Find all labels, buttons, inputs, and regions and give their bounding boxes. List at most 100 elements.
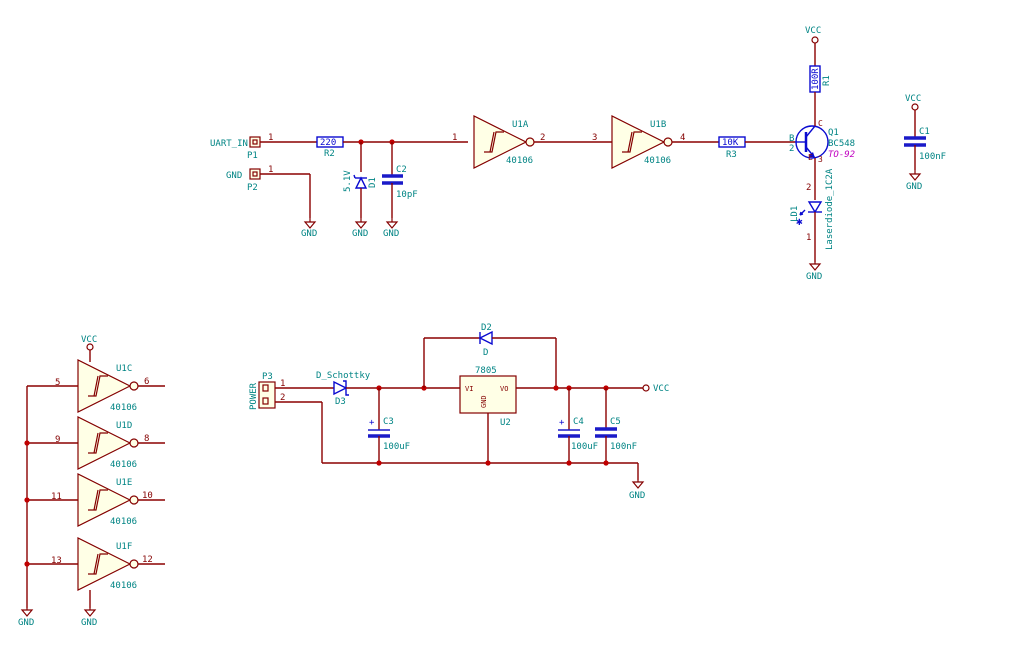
ld1-gnd: GND <box>806 272 822 282</box>
pin-q1-3: 3 <box>818 155 823 164</box>
u2-gnd-pin: GND <box>480 395 488 408</box>
ref-q1: Q1 <box>828 128 839 138</box>
inverter-u1c <box>77 359 132 413</box>
value-q1: BC548 <box>828 139 855 149</box>
inverter-u1a <box>473 115 528 169</box>
ref-u1e: U1E <box>116 478 132 488</box>
value-d3: D_Schottky <box>316 371 371 381</box>
c2-gnd: GND <box>383 229 399 239</box>
u1-left-gnd: GND <box>18 618 34 628</box>
ref-u1f: U1F <box>116 542 132 552</box>
q1-package: TO-92 <box>828 150 855 160</box>
vcc-q1-label: VCC <box>805 26 821 36</box>
uart-input-section: UART_IN P1 1 GND P2 1 R2 220 GND GND 5.1… <box>210 115 795 239</box>
pin-u1e-out: 10 <box>142 491 153 501</box>
u2-vi-pin: VI <box>465 385 473 393</box>
u1f-type: 40106 <box>110 581 137 591</box>
ref-p3: P3 <box>262 372 273 382</box>
pin-u1d-in: 9 <box>55 435 60 445</box>
pin-q1-c: C <box>818 119 823 128</box>
power-gnd: GND <box>629 491 645 501</box>
u1a-type: 40106 <box>506 156 533 166</box>
value-r3: 10K <box>722 138 739 148</box>
vcc-output <box>642 384 650 392</box>
ref-u1c: U1C <box>116 364 132 374</box>
inverter-u1d <box>77 416 132 470</box>
pin-u1a-out: 2 <box>540 133 545 143</box>
ref-d3: D3 <box>335 397 346 407</box>
pin-ld1-2: 2 <box>806 183 811 193</box>
pin-u1c-in: 5 <box>55 378 60 388</box>
pin-u1e-in: 11 <box>51 492 62 502</box>
inverter-u1e <box>77 473 132 527</box>
ref-d1: D1 <box>368 177 378 188</box>
value-u2: 7805 <box>475 366 497 376</box>
p2-gnd: GND <box>301 229 317 239</box>
c3-plus-icon: + <box>369 418 375 428</box>
value-c4: 100uF <box>571 442 598 452</box>
pin-u1b-out: 4 <box>680 133 685 143</box>
value-c5: 100nF <box>610 442 637 452</box>
inverter-u1b <box>611 115 666 169</box>
pin-u1c-out: 6 <box>144 377 149 387</box>
u1e-type: 40106 <box>110 517 137 527</box>
d1-gnd: GND <box>352 229 368 239</box>
regulator-u2 <box>459 375 517 414</box>
ref-u1d: U1D <box>116 421 132 431</box>
p2-gnd-label: GND <box>226 171 242 181</box>
connector-p2 <box>249 168 261 180</box>
ref-u1a: U1A <box>512 120 529 130</box>
pin-u1d-out: 8 <box>144 434 149 444</box>
pin-q1-e: E <box>808 153 813 162</box>
ref-c1: C1 <box>919 127 930 137</box>
pin-p3-2: 2 <box>280 393 285 403</box>
value-c1: 100nF <box>919 152 946 162</box>
ref-u1b: U1B <box>650 120 666 130</box>
vcc-u1c-label: VCC <box>81 335 97 345</box>
zener-d1 <box>354 176 368 189</box>
pin-q1-2: 2 <box>789 144 794 154</box>
ref-r1: R1 <box>822 75 832 86</box>
c1-section: VCC GND C1 100nF <box>904 94 946 192</box>
ref-ld1: LD1 <box>790 206 800 222</box>
ref-c4: C4 <box>573 417 584 427</box>
c1-gnd: GND <box>906 182 922 192</box>
u1d-type: 40106 <box>110 460 137 470</box>
ref-p2: P2 <box>247 183 258 193</box>
inverter-u1f <box>77 537 132 591</box>
value-r2: 220 <box>320 138 336 148</box>
ref-c3: C3 <box>383 417 394 427</box>
u1b-type: 40106 <box>644 156 671 166</box>
schottky-d3 <box>333 380 348 396</box>
ref-d2: D2 <box>481 323 492 333</box>
pin-u1b-in: 3 <box>592 133 597 143</box>
laser-driver-section: VCC 100R R1 B 2 C E 3 Q1 BC548 TO-92 2 1… <box>789 26 855 282</box>
laser-emission-icon <box>799 209 806 216</box>
pin-ld1-1: 1 <box>806 233 811 243</box>
value-ld1: Laserdiode_1C2A <box>825 168 835 250</box>
ref-c5: C5 <box>610 417 621 427</box>
vcc-c1-label: VCC <box>905 94 921 104</box>
uart-in-label: UART_IN <box>210 139 248 149</box>
pin-q1-b: B <box>789 134 794 144</box>
pin-u1f-in: 13 <box>51 556 62 566</box>
vcc-out-label: VCC <box>653 384 669 394</box>
pin-p3-1: 1 <box>280 379 285 389</box>
ref-u2: U2 <box>500 418 511 428</box>
vcc-q1 <box>811 36 819 44</box>
value-c2: 10pF <box>396 190 418 200</box>
ref-c2: C2 <box>396 165 407 175</box>
unused-inverters-section: VCC GND 5 U1C 40106 6 9 U1D 40106 8 11 <box>18 335 165 628</box>
pin-u1f-out: 12 <box>142 555 153 565</box>
value-r1: 100R <box>811 68 821 90</box>
laser-star-icon: ✱ <box>796 215 803 228</box>
pin-p1: 1 <box>268 133 273 143</box>
u2-vo-pin: VO <box>500 385 508 393</box>
pin-u1a-in: 1 <box>452 133 457 143</box>
pin-p2: 1 <box>268 165 273 175</box>
power-supply-section: P3 POWER 1 2 D_Schottky D3 + C3 100uF D2… <box>249 323 669 501</box>
diode-d2 <box>478 330 493 346</box>
ref-r3: R3 <box>726 150 737 160</box>
ref-r2: R2 <box>324 149 335 159</box>
